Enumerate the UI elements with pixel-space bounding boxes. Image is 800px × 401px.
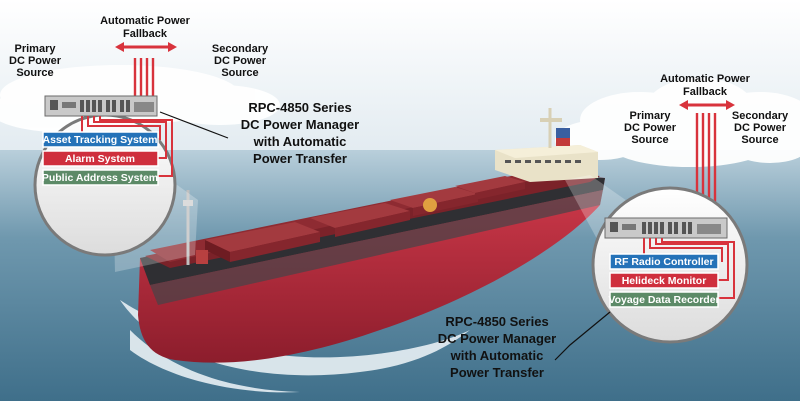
right-secondary-2: DC Power — [734, 122, 787, 134]
left-primary-3: Source — [16, 67, 53, 79]
right-arrow-head-r — [726, 100, 735, 110]
left-primary-1: Primary — [15, 43, 57, 55]
left-secondary-2: DC Power — [214, 55, 267, 67]
right-product-2: DC Power Manager — [438, 331, 556, 346]
right-product-1: RPC-4850 Series — [445, 314, 548, 329]
right-fallback-label-1: Automatic Power — [660, 73, 751, 85]
right-system-wires — [643, 238, 735, 299]
right-system-box-1 — [609, 253, 719, 270]
left-system-box-1 — [42, 131, 159, 148]
right-system-box-3 — [609, 291, 719, 308]
left-fallback-label-2: Fallback — [123, 28, 168, 40]
left-arrow-head-l — [115, 42, 124, 52]
left-system-label-1: Asset Tracking System — [43, 134, 158, 146]
right-system-label-2: Helideck Monitor — [622, 275, 707, 287]
right-product-3: with Automatic — [450, 348, 544, 363]
helideck-marker — [423, 198, 437, 212]
left-arrow-head-r — [168, 42, 177, 52]
left-secondary-3: Source — [221, 67, 258, 79]
bow-mast — [183, 190, 208, 265]
left-product-2: DC Power Manager — [241, 117, 359, 132]
right-product-4: Power Transfer — [450, 365, 544, 380]
left-fallback-label-1: Automatic Power — [100, 15, 191, 27]
left-leader-line — [159, 111, 229, 139]
left-system-label-2: Alarm System — [65, 153, 135, 165]
right-leader-line — [554, 311, 611, 361]
right-power-lines — [695, 113, 717, 218]
right-secondary-3: Source — [741, 134, 778, 146]
right-rpc-device — [604, 217, 728, 239]
right-primary-3: Source — [631, 134, 668, 146]
left-system-label-3: Public Address System — [42, 172, 158, 184]
right-system-box-2 — [609, 272, 719, 289]
left-product-3: with Automatic — [253, 134, 347, 149]
right-arrow-head-l — [679, 100, 688, 110]
cloud-left — [0, 65, 280, 132]
right-secondary-1: Secondary — [732, 110, 789, 122]
left-system-box-2 — [42, 150, 159, 167]
right-fallback-label-2: Fallback — [683, 86, 728, 98]
right-primary-1: Primary — [630, 110, 672, 122]
left-system-box-3 — [42, 169, 159, 186]
right-callout: Automatic Power Fallback Primary DC Powe… — [438, 73, 789, 380]
right-system-label-3: Voyage Data Recorder — [608, 294, 719, 306]
cargo-hatches — [205, 176, 525, 262]
superstructure — [495, 108, 598, 182]
left-product-1: RPC-4850 Series — [248, 100, 351, 115]
left-system-wires — [81, 116, 173, 177]
right-primary-2: DC Power — [624, 122, 677, 134]
left-power-lines — [133, 58, 155, 98]
left-callout: Automatic Power Fallback Primary DC Powe… — [9, 15, 359, 257]
left-product-4: Power Transfer — [253, 151, 347, 166]
left-secondary-1: Secondary — [212, 43, 269, 55]
right-system-label-1: RF Radio Controller — [614, 256, 713, 268]
left-primary-2: DC Power — [9, 55, 62, 67]
